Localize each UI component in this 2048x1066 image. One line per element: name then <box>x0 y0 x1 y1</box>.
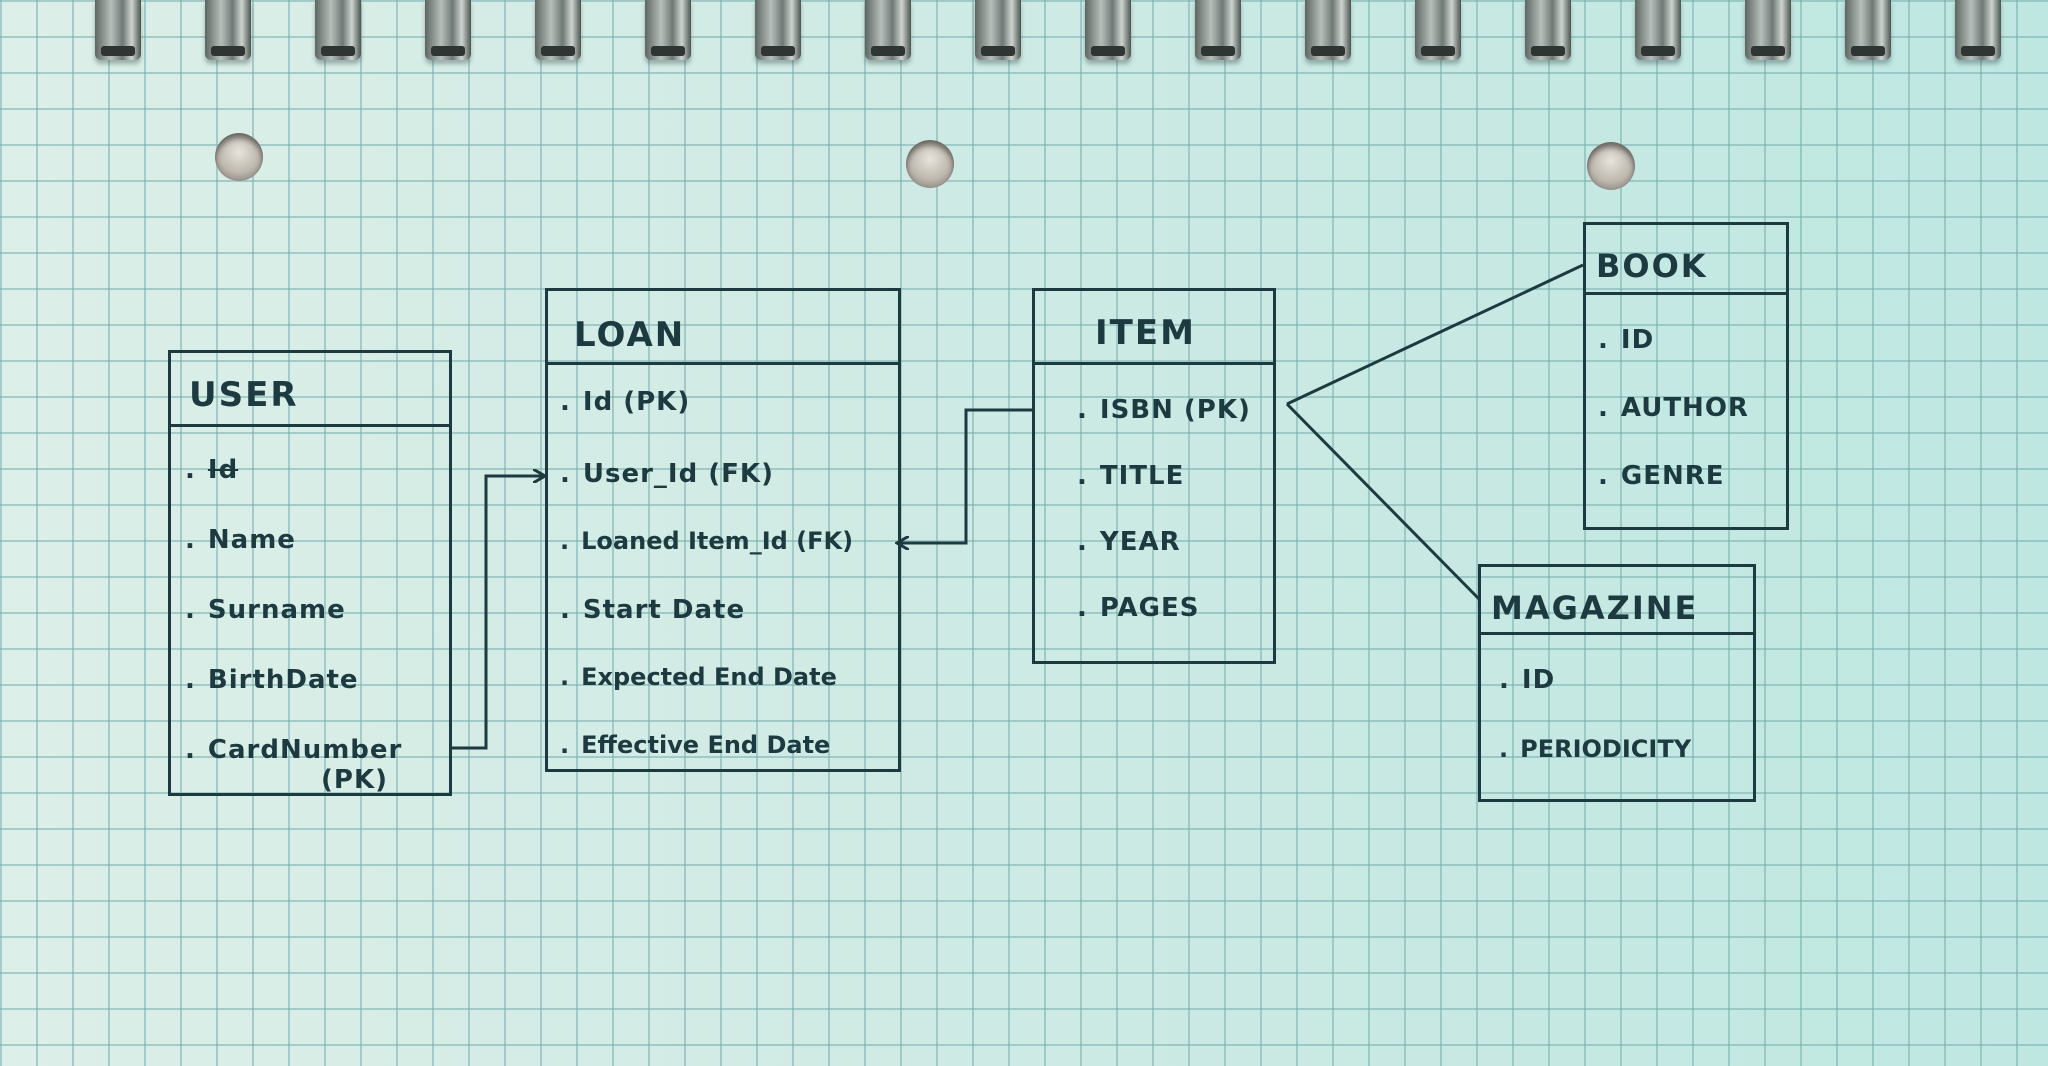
punch-hole <box>1587 142 1635 190</box>
spiral-coil <box>1305 0 1351 60</box>
loan-attr-id: .Id (PK) <box>560 387 691 417</box>
item-entity-title: ITEM <box>1035 291 1273 365</box>
loan-attr-effective-end-date: .Effective End Date <box>560 731 831 759</box>
magazine-entity: MAGAZINE .ID .PERIODICITY <box>1478 564 1756 802</box>
book-entity-title: BOOK <box>1586 225 1786 295</box>
user-attr-surname: .Surname <box>185 595 346 625</box>
spiral-coil <box>1845 0 1891 60</box>
book-attr-id: .ID <box>1598 325 1655 355</box>
spiral-coil <box>1525 0 1571 60</box>
spiral-coil <box>315 0 361 60</box>
spiral-coil <box>865 0 911 60</box>
spiral-coil <box>535 0 581 60</box>
magazine-attr-id: .ID <box>1499 665 1556 695</box>
item-book-link <box>1286 263 1584 406</box>
spiral-coil <box>1955 0 2001 60</box>
spiral-coil <box>1085 0 1131 60</box>
loan-attr-user-id: .User_Id (FK) <box>560 459 774 489</box>
spiral-coil <box>1745 0 1791 60</box>
book-entity: BOOK .ID .AUTHOR .GENRE <box>1583 222 1789 530</box>
user-attr-pk-marker: (PK) <box>321 765 388 795</box>
user-attr-id: .Id <box>185 455 239 485</box>
book-attr-genre: .GENRE <box>1598 461 1725 491</box>
loan-attr-expected-end-date: .Expected End Date <box>560 663 837 691</box>
spiral-coil <box>1635 0 1681 60</box>
user-entity-title: USER <box>171 353 449 427</box>
user-attr-cardnumber: .CardNumber <box>185 735 403 765</box>
item-entity: ITEM .ISBN (PK) .TITLE .YEAR .PAGES <box>1032 288 1276 664</box>
user-attr-birthdate: .BirthDate <box>185 665 359 695</box>
magazine-attr-periodicity: .PERIODICITY <box>1499 735 1692 763</box>
item-attr-title: .TITLE <box>1077 461 1185 491</box>
loan-entity: LOAN .Id (PK) .User_Id (FK) .Loaned Item… <box>545 288 901 772</box>
loan-attr-loaned-item-id: .Loaned Item_Id (FK) <box>560 527 854 555</box>
spiral-coil <box>755 0 801 60</box>
spiral-coil <box>95 0 141 60</box>
item-attr-isbn: .ISBN (PK) <box>1077 395 1251 425</box>
spiral-coil <box>205 0 251 60</box>
magazine-entity-title: MAGAZINE <box>1481 567 1753 635</box>
loan-entity-title: LOAN <box>548 291 898 365</box>
spiral-coil <box>425 0 471 60</box>
spiral-coil <box>975 0 1021 60</box>
spiral-binding <box>0 0 2048 70</box>
item-attr-year: .YEAR <box>1077 527 1181 557</box>
item-loan-link <box>897 408 1032 543</box>
book-attr-author: .AUTHOR <box>1598 393 1749 423</box>
spiral-coil <box>645 0 691 60</box>
user-entity: USER .Id .Name .Surname .BirthDate .Card… <box>168 350 452 796</box>
user-loan-link <box>450 476 545 750</box>
item-magazine-link <box>1285 402 1482 602</box>
loan-attr-start-date: .Start Date <box>560 595 746 625</box>
spiral-coil <box>1415 0 1461 60</box>
punch-hole <box>215 133 263 181</box>
user-attr-name: .Name <box>185 525 296 555</box>
spiral-coil <box>1195 0 1241 60</box>
item-attr-pages: .PAGES <box>1077 593 1200 623</box>
punch-hole <box>906 140 954 188</box>
